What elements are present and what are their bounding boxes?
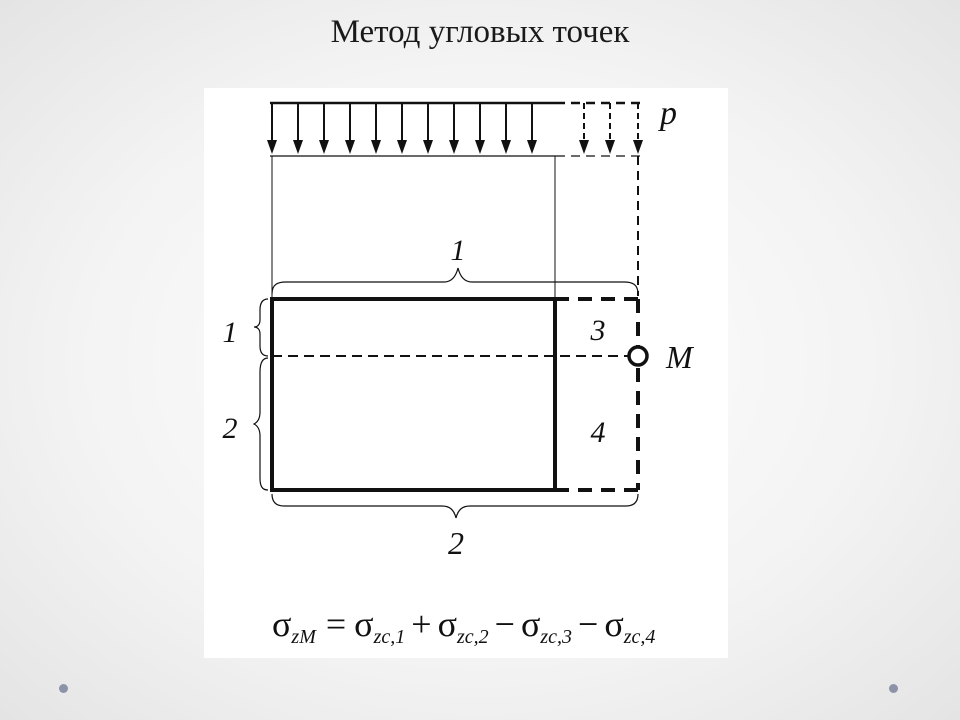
left-lower-brace-label: 2 [223, 412, 238, 445]
slide-title: Метод угловых точек [330, 14, 630, 50]
slide-decor-dot-left [59, 684, 68, 693]
left-upper-brace-label: 1 [223, 316, 238, 349]
load-arrow-head [501, 140, 511, 154]
formula-term-1-symbol: σ [354, 604, 373, 644]
load-arrow-head [475, 140, 485, 154]
left-upper-brace [253, 298, 269, 357]
diagram-panel: 1 M 3 4 p 1 2 2 σzM=σzc,1+σzc,2−σzc,3−σz… [204, 88, 728, 658]
load-arrow-head [449, 140, 459, 154]
load-arrow-head [371, 140, 381, 154]
formula-term-2-symbol: σ [438, 604, 457, 644]
load-arrow-head [319, 140, 329, 154]
formula-term-3-sign: − [495, 604, 515, 644]
point-m-marker [627, 345, 649, 367]
load-arrow-head [633, 140, 643, 154]
formula-text: σzM=σzc,1+σzc,2−σzc,3−σzc,4 [272, 604, 655, 648]
formula-term-4-sign: − [578, 604, 598, 644]
point-m-label: M [665, 339, 695, 375]
load-arrows [267, 103, 643, 154]
load-label: p [658, 95, 677, 132]
formula-term-3-symbol: σ [521, 604, 540, 644]
formula-lhs-subscript: zM [290, 626, 317, 648]
region-4-label: 4 [591, 416, 606, 449]
load-arrow-head [397, 140, 407, 154]
load-arrow-head [527, 140, 537, 154]
load-arrow-head [267, 140, 277, 154]
formula: σzM=σzc,1+σzc,2−σzc,3−σzc,4 [272, 604, 655, 648]
left-lower-brace [252, 357, 269, 491]
formula-term-4-symbol: σ [604, 604, 623, 644]
formula-term-1-subscript: zc,1 [373, 626, 406, 648]
load-arrow-head [423, 140, 433, 154]
formula-term-3-subscript: zc,3 [539, 626, 572, 648]
formula-term-2-sign: + [411, 604, 431, 644]
formula-term-4-subscript: zc,4 [623, 626, 656, 648]
region-3-label: 3 [590, 314, 606, 347]
formula-equals: = [326, 604, 346, 644]
bottom-brace [271, 493, 639, 519]
formula-lhs-symbol: σ [272, 604, 291, 644]
top-brace [271, 267, 639, 295]
slide-decor-dot-right [889, 684, 898, 693]
load-arrow-head [605, 140, 615, 154]
load-arrow-head [293, 140, 303, 154]
foundation-rectangle [270, 297, 557, 492]
load-arrow-head [345, 140, 355, 154]
top-brace-label: 1 [451, 234, 466, 267]
load-diagram [267, 101, 643, 157]
corner-points-diagram: 1 M 3 4 p 1 2 2 σzM=σzc,1+σzc,2−σzc,3−σz… [223, 95, 696, 648]
bottom-brace-label: 2 [448, 525, 464, 561]
load-arrow-head [579, 140, 589, 154]
formula-term-2-subscript: zc,2 [456, 626, 489, 648]
